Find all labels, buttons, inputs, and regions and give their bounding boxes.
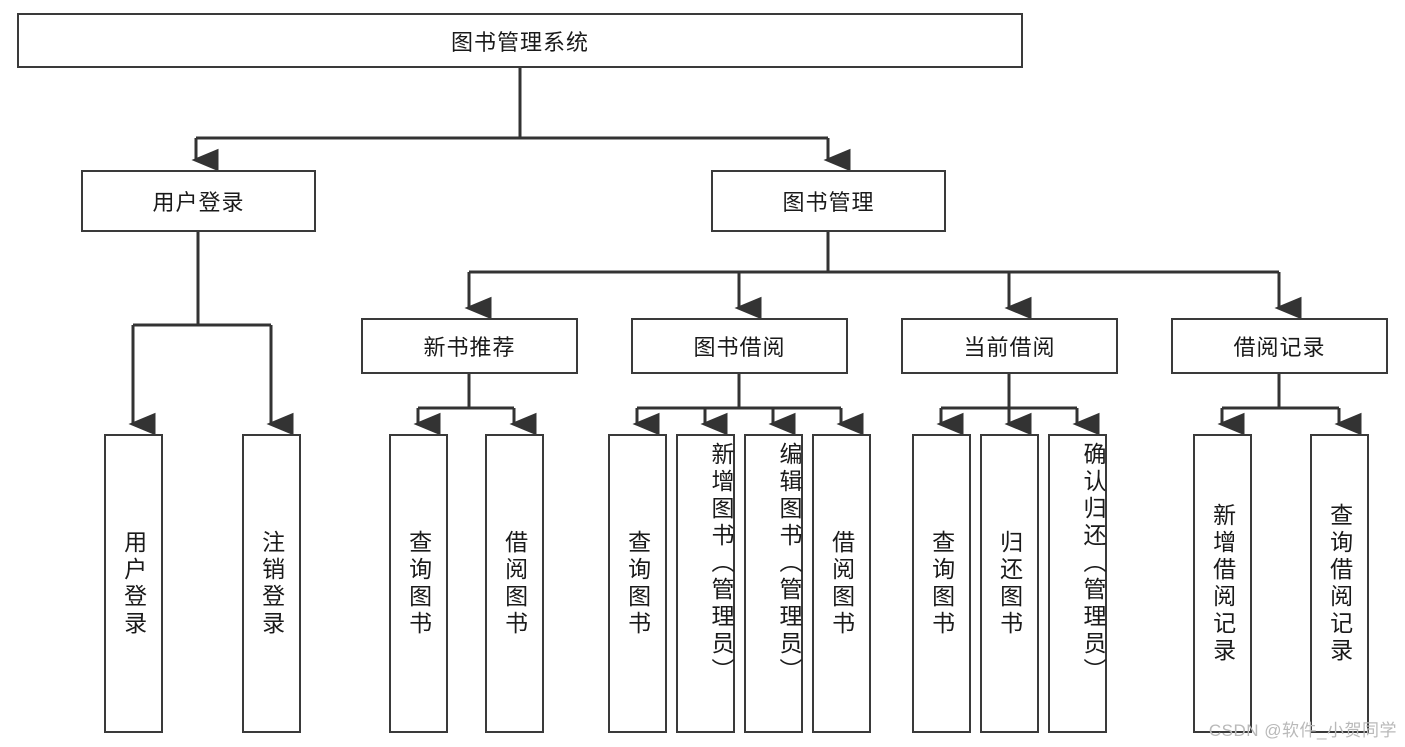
- node-current-borrow[interactable]: 当前借阅: [901, 318, 1118, 374]
- leaf-add-borrow-record[interactable]: 新增借阅记录: [1193, 434, 1252, 733]
- leaf-logout[interactable]: 注销登录: [242, 434, 301, 733]
- leaf-user-login[interactable]: 用户登录: [104, 434, 163, 733]
- leaf-edit-book-admin[interactable]: 编辑图书（管理员）: [744, 434, 803, 733]
- leaf-return-book[interactable]: 归还图书: [980, 434, 1039, 733]
- leaf-query-book-current[interactable]: 查询图书: [912, 434, 971, 733]
- node-book-borrow[interactable]: 图书借阅: [631, 318, 848, 374]
- leaf-query-borrow-record[interactable]: 查询借阅记录: [1310, 434, 1369, 733]
- leaf-query-book-recommend[interactable]: 查询图书: [389, 434, 448, 733]
- node-book-management[interactable]: 图书管理: [711, 170, 946, 232]
- node-user-login[interactable]: 用户登录: [81, 170, 316, 232]
- node-borrow-record[interactable]: 借阅记录: [1171, 318, 1388, 374]
- leaf-borrow-book[interactable]: 借阅图书: [812, 434, 871, 733]
- leaf-query-book-borrow[interactable]: 查询图书: [608, 434, 667, 733]
- leaf-borrow-book-recommend[interactable]: 借阅图书: [485, 434, 544, 733]
- leaf-add-book-admin[interactable]: 新增图书（管理员）: [676, 434, 735, 733]
- leaf-confirm-return-admin[interactable]: 确认归还（管理员）: [1048, 434, 1107, 733]
- node-root-system[interactable]: 图书管理系统: [17, 13, 1023, 68]
- node-new-book-recommend[interactable]: 新书推荐: [361, 318, 578, 374]
- csdn-watermark: CSDN @软件_小贺同学: [1208, 721, 1397, 740]
